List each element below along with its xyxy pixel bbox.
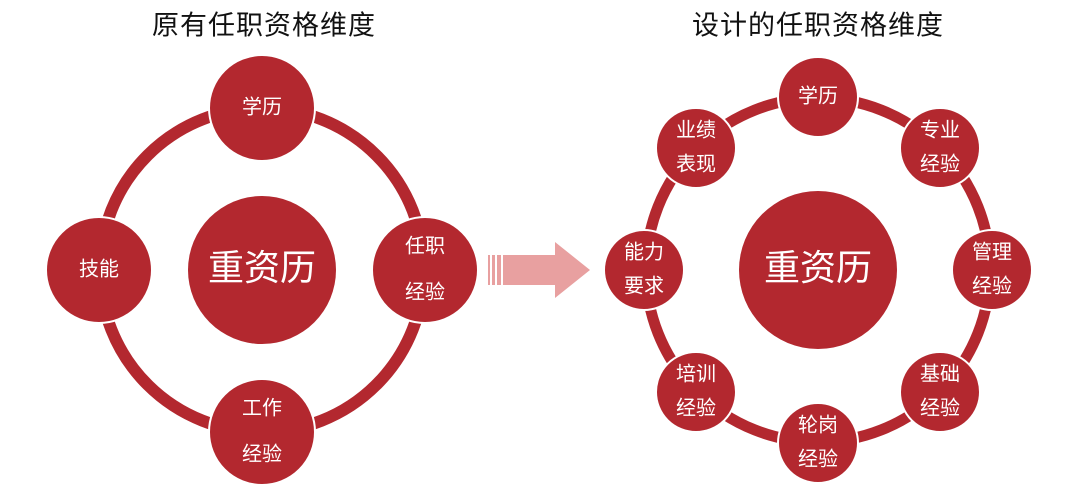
right-node-label: 表现 <box>676 152 716 176</box>
left-node-circle <box>208 54 316 162</box>
right-node-label: 基础 <box>920 362 960 386</box>
right-node-label: 业绩 <box>676 118 716 142</box>
right-node-label: 轮岗 <box>798 413 838 437</box>
right-node-circle <box>603 229 685 311</box>
right-node-label: 经验 <box>972 274 1012 298</box>
left-node-jineng: 技能 <box>45 216 153 324</box>
left-node-circle <box>45 216 153 324</box>
left-title: 原有任职资格维度 <box>152 11 376 42</box>
right-center-circle <box>739 191 897 349</box>
right-node-label: 能力 <box>624 240 664 264</box>
right-node-label: 要求 <box>624 274 664 298</box>
left-node-circle <box>208 378 316 486</box>
left-node-xueli: 学历 <box>208 54 316 162</box>
right-node-circle <box>655 351 737 433</box>
arrow-stripe-1 <box>488 255 490 285</box>
left-node-label: 技能 <box>79 257 119 281</box>
left-node-label: 经验 <box>242 442 282 466</box>
right-center-label: 重资历 <box>764 248 872 289</box>
left-center-label: 重资历 <box>208 248 316 289</box>
right-node-circle <box>951 229 1033 311</box>
transition-arrow <box>488 242 590 298</box>
right-node-circle <box>655 107 737 189</box>
right-title: 设计的任职资格维度 <box>692 11 944 42</box>
right-node-label: 经验 <box>798 447 838 471</box>
right-node-label: 管理 <box>972 240 1012 264</box>
right-node-label: 专业 <box>920 118 960 142</box>
left-center-circle <box>188 196 336 344</box>
right-node-label: 经验 <box>676 396 716 420</box>
right-node-label: 经验 <box>920 152 960 176</box>
left-node-circle <box>371 216 479 324</box>
right-node-circle <box>777 402 859 484</box>
right-node-label: 培训 <box>676 362 716 386</box>
left-node-label: 工作 <box>242 396 282 420</box>
left-node-label: 经验 <box>405 280 445 304</box>
right-node-xueli: 学历 <box>777 56 859 138</box>
arrow-stripe-2 <box>492 255 495 285</box>
right-node-circle <box>899 107 981 189</box>
left-node-label: 任职 <box>405 234 445 258</box>
left-node-label: 学历 <box>242 95 282 119</box>
right-node-label: 学历 <box>798 84 838 108</box>
arrow-shape <box>503 242 590 298</box>
right-node-circle <box>777 56 859 138</box>
right-node-circle <box>899 351 981 433</box>
right-node-label: 经验 <box>920 396 960 420</box>
arrow-stripe-3 <box>497 255 501 285</box>
